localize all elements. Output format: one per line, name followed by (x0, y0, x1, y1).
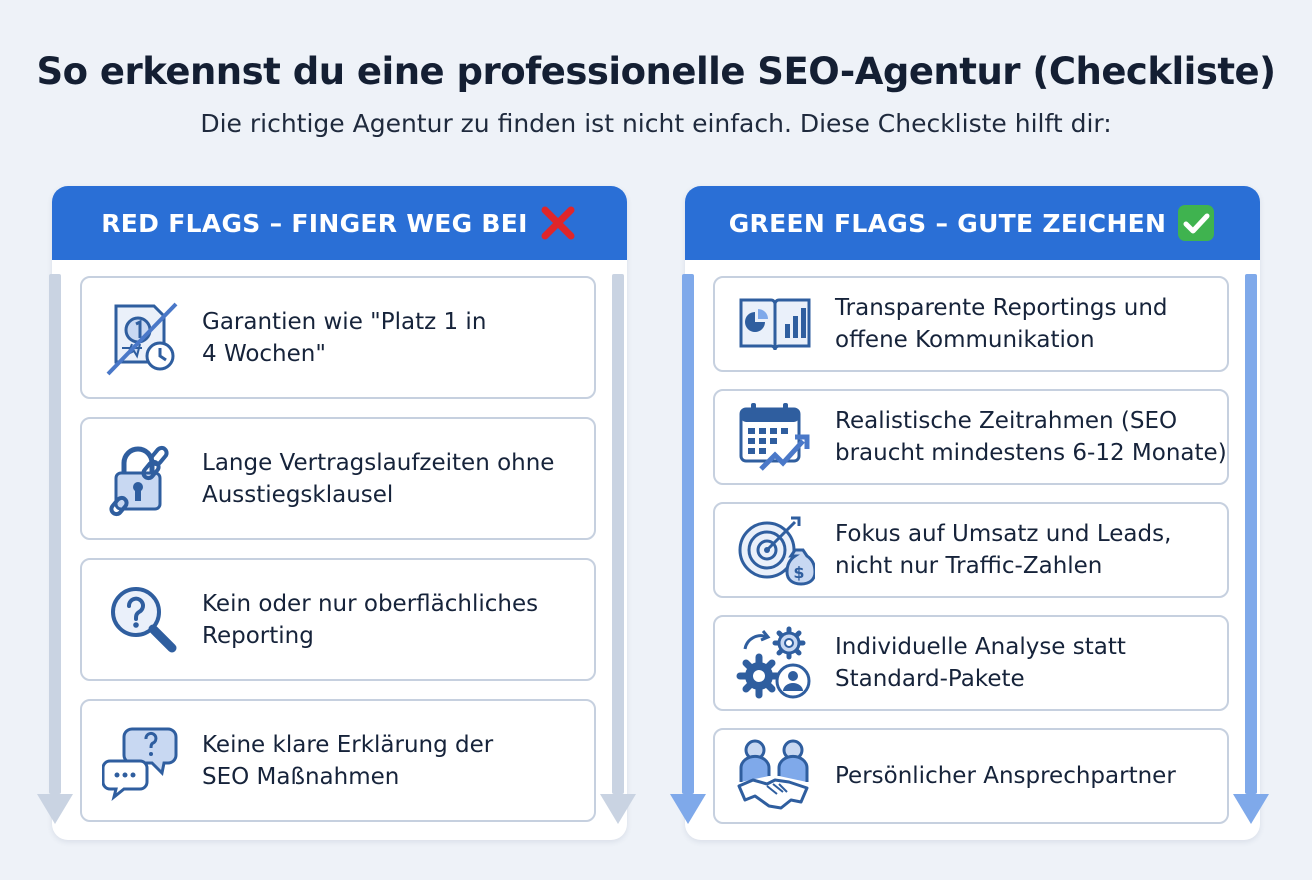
green-flag-card: $ Fokus auf Umsatz und Leads, nicht nur … (713, 502, 1229, 598)
green-flags-header: GREEN FLAGS – GUTE ZEICHEN (685, 186, 1260, 260)
page-title: So erkennst du eine professionelle SEO-A… (36, 50, 1276, 93)
green-flag-card: Realistische Zeitrahmen (SEO braucht min… (713, 389, 1229, 485)
green-flag-text: Fokus auf Umsatz und Leads, nicht nur Tr… (835, 521, 1172, 579)
red-flag-card: Kein oder nur oberflächliches Reporting (80, 558, 596, 681)
calendar-growth-icon (735, 397, 815, 477)
red-flags-right-arrow (600, 274, 636, 824)
green-flags-right-arrow (1233, 274, 1269, 824)
red-flags-header: RED FLAGS – FINGER WEG BEI (52, 186, 627, 260)
guarantee-document-crossed-icon (102, 298, 182, 378)
gears-person-icon (735, 623, 815, 703)
red-flag-card: Garantien wie "Platz 1 in 4 Wochen" (80, 276, 596, 399)
red-flag-text: Keine klare Erklärung der SEO Maßnahmen (202, 731, 494, 790)
check-mark-icon (1176, 203, 1216, 243)
red-flags-left-arrow (37, 274, 73, 824)
green-flag-text: Transparente Reportings und offene Kommu… (835, 295, 1168, 353)
red-flag-text: Kein oder nur oberflächliches Reporting (202, 590, 539, 649)
red-flags-heading: RED FLAGS – FINGER WEG BEI (101, 208, 528, 238)
green-flag-text: Individuelle Analyse statt Standard-Pake… (835, 634, 1126, 692)
green-flags-heading: GREEN FLAGS – GUTE ZEICHEN (728, 208, 1167, 238)
green-flags-panel: GREEN FLAGS – GUTE ZEICHEN Transparente … (670, 186, 1269, 840)
magnifier-question-icon (102, 580, 182, 660)
page-subtitle: Die richtige Agentur zu finden ist nicht… (200, 109, 1112, 138)
green-flag-card: Individuelle Analyse statt Standard-Pake… (713, 615, 1229, 711)
green-flag-text: Persönlicher Ansprechpartner (835, 763, 1176, 789)
red-flag-card: Lange Vertragslaufzeiten ohne Ausstiegsk… (80, 417, 596, 540)
cross-mark-icon (538, 203, 578, 243)
handshake-people-icon (735, 736, 815, 816)
svg-text:$: $ (793, 563, 804, 582)
speech-bubbles-question-icon (101, 721, 182, 801)
open-report-book-icon (735, 284, 815, 364)
red-flag-text: Garantien wie "Platz 1 in 4 Wochen" (202, 308, 487, 367)
green-flag-card: Persönlicher Ansprechpartner (713, 728, 1229, 824)
red-flag-text: Lange Vertragslaufzeiten ohne Ausstiegsk… (202, 449, 555, 508)
green-flag-text: Realistische Zeitrahmen (SEO braucht min… (835, 408, 1227, 466)
locked-chain-icon (102, 439, 182, 519)
target-money-bag-icon: $ (735, 510, 817, 590)
red-flag-card: Keine klare Erklärung der SEO Maßnahmen (80, 699, 596, 822)
green-flag-card: Transparente Reportings und offene Kommu… (713, 276, 1229, 372)
green-flags-left-arrow (670, 274, 706, 824)
red-flags-panel: RED FLAGS – FINGER WEG BEI Garantien wie… (37, 186, 636, 840)
